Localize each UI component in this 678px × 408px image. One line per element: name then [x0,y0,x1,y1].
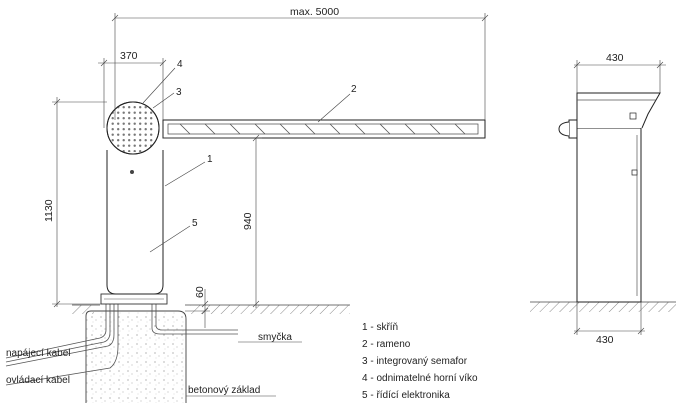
label-loop: smyčka [258,332,292,343]
dimension-lines [52,13,489,328]
legend-item-4: 4 - odnimatelné horní víko [362,373,478,384]
dim-total-height: 1130 [43,199,55,222]
semaphore-lights [111,104,155,152]
legend-item-5: 5 - řídící elektronika [362,390,450,401]
key-lock-icon [130,170,134,174]
side-view-housing [558,92,661,303]
callout-1: 1 [207,154,213,165]
label-control-cable: ovládací kabel [6,375,70,386]
ground-hatching-left [72,304,350,314]
callout-4: 4 [177,59,183,70]
barrier-arm [162,119,486,139]
callout-leaders [142,67,351,253]
legend-item-1: 1 - skříň [362,322,398,333]
dim-foundation-offset: 60 [194,286,206,298]
label-power-cable: napájecí kabel [6,348,71,359]
dim-arm-height: 940 [242,212,254,230]
callout-3: 3 [176,87,182,98]
dim-arm-length: max. 5000 [290,6,339,18]
callout-2: 2 [351,84,357,95]
cables [5,296,238,386]
dim-side-top-width: 430 [606,52,624,64]
ground-hatching-right [530,301,676,312]
concrete-foundation [85,310,187,403]
side-dimension-lines [573,60,666,335]
legend-item-3: 3 - integrovaný semafor [362,356,468,367]
callout-5: 5 [192,218,198,229]
dim-side-bottom-width: 430 [596,334,614,346]
dim-housing-width: 370 [120,50,138,62]
legend-item-2: 2 - rameno [362,339,411,350]
barrier-housing [106,150,164,295]
legend: 1 - skříň 2 - rameno 3 - integrovaný sem… [362,322,478,401]
label-foundation: betonový základ [188,385,260,396]
